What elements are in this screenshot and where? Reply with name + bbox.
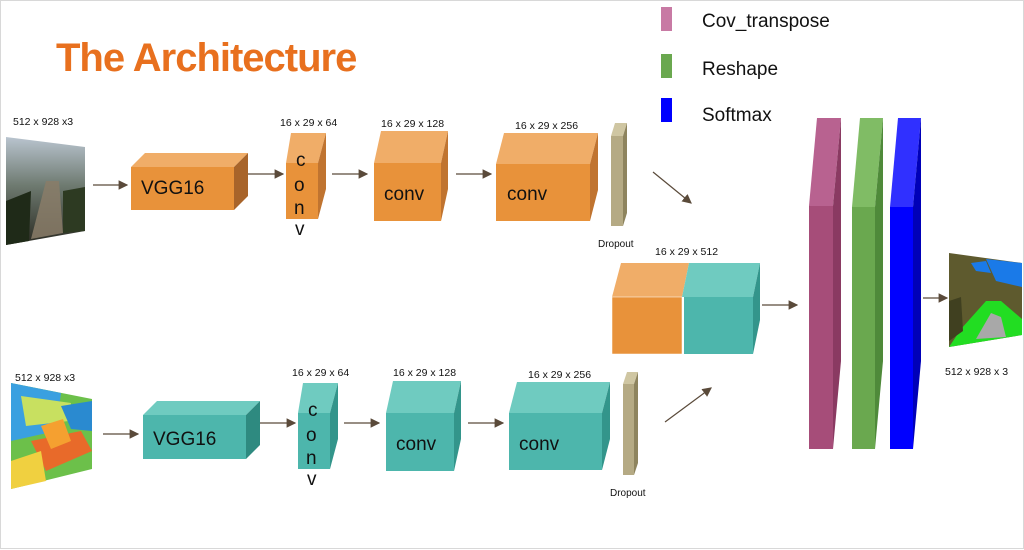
- reshape-layer: [852, 118, 883, 449]
- legend: Cov_transpose Reshape Softmax: [661, 7, 830, 126]
- top-dropout-block: [611, 123, 627, 226]
- bottom-conv2-block: conv: [386, 381, 461, 471]
- bottom-conv1-dim: 16 x 29 x 64: [292, 367, 349, 379]
- top-conv1-letter-o: o: [294, 175, 305, 196]
- top-dropout-label: Dropout: [598, 239, 634, 250]
- arrow: [664, 387, 712, 423]
- output-segmentation-image: [949, 253, 1022, 347]
- bottom-vgg16-block: VGG16: [143, 401, 260, 459]
- top-conv1-dim: 16 x 29 x 64: [280, 117, 337, 129]
- top-conv2-dim: 16 x 29 x 128: [381, 118, 444, 130]
- top-branch: 512 x 928 x3 VGG16 16 x 29 x 64 c o n v: [6, 116, 692, 250]
- legend-label-reshape: Reshape: [702, 59, 778, 80]
- legend-label-softmax: Softmax: [702, 105, 772, 126]
- legend-label-cov-transpose: Cov_transpose: [702, 11, 830, 32]
- page-title: The Architecture: [56, 36, 356, 80]
- top-conv3-block: conv: [496, 133, 598, 221]
- bottom-input-dim: 512 x 928 x3: [15, 372, 75, 384]
- top-vgg16-label: VGG16: [141, 178, 204, 199]
- bottom-conv3-label: conv: [519, 434, 560, 455]
- bottom-conv1-letter-n: n: [306, 448, 317, 469]
- legend-swatch-softmax: [661, 98, 672, 122]
- bottom-conv2-dim: 16 x 29 x 128: [393, 367, 456, 379]
- top-conv1-letter-c: c: [296, 150, 306, 171]
- bottom-vgg16-label: VGG16: [153, 429, 216, 450]
- bottom-dropout-label: Dropout: [610, 488, 646, 499]
- bottom-conv3-dim: 16 x 29 x 256: [528, 369, 591, 381]
- top-conv1-block: c o n v: [286, 133, 326, 240]
- top-input-dim: 512 x 928 x3: [13, 116, 73, 128]
- top-conv1-letter-v: v: [295, 219, 305, 240]
- top-conv1-letter-n: n: [294, 198, 305, 219]
- top-input-image: [6, 137, 85, 245]
- merge-block: [611, 263, 760, 355]
- bottom-conv1-letter-v: v: [307, 469, 317, 490]
- top-conv3-dim: 16 x 29 x 256: [515, 120, 578, 132]
- top-conv2-label: conv: [384, 184, 425, 205]
- bottom-conv1-letter-c: c: [308, 400, 318, 421]
- top-conv3-label: conv: [507, 184, 548, 205]
- bottom-dropout-block: [623, 372, 638, 475]
- bottom-conv3-block: conv: [509, 382, 610, 470]
- bottom-conv2-label: conv: [396, 434, 437, 455]
- top-vgg16-block: VGG16: [131, 153, 248, 210]
- legend-swatch-reshape: [661, 54, 672, 78]
- bottom-conv1-block: c o n v: [298, 383, 338, 490]
- top-conv2-block: conv: [374, 131, 448, 221]
- merge-dim: 16 x 29 x 512: [655, 246, 718, 258]
- arrow: [652, 171, 692, 204]
- softmax-layer: [890, 118, 921, 449]
- bottom-branch: 512 x 928 x3 VGG16 16 x 29 x 64 c o: [11, 367, 712, 499]
- cov-transpose-layer: [809, 118, 841, 449]
- bottom-conv1-letter-o: o: [306, 425, 317, 446]
- bottom-input-image: [11, 383, 92, 489]
- legend-swatch-cov-transpose: [661, 7, 672, 31]
- output-dim: 512 x 928 x 3: [945, 366, 1008, 378]
